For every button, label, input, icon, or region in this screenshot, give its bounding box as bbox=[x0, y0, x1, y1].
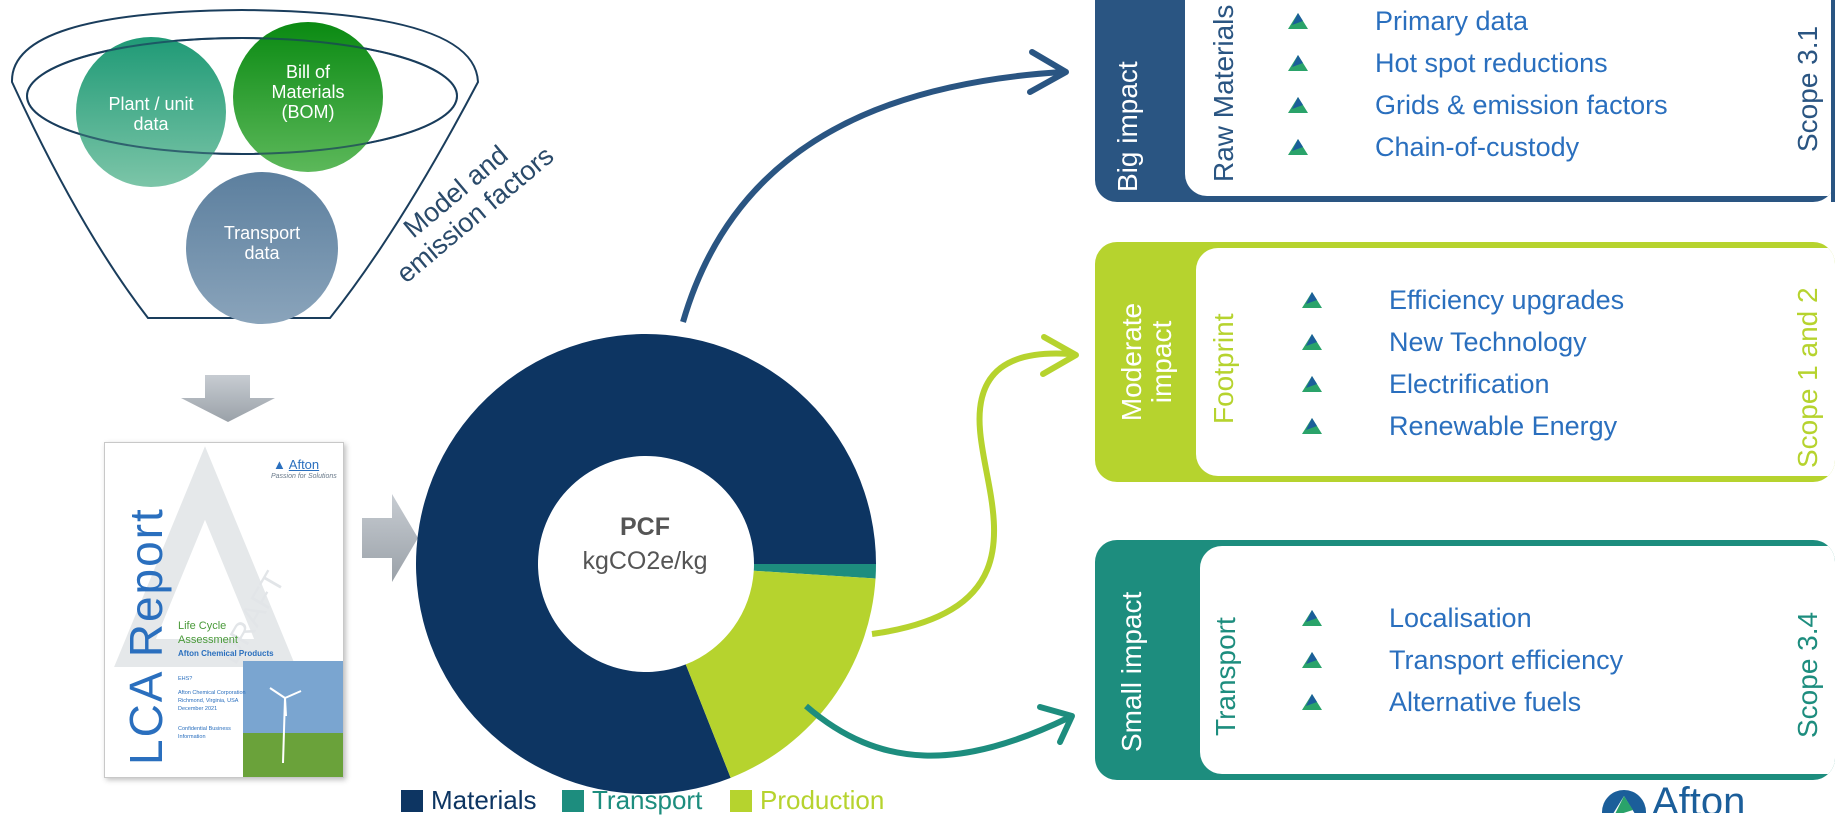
afton-bullet-icon bbox=[1302, 694, 1322, 710]
moderate-impact-list: Efficiency upgrades New Technology Elect… bbox=[1301, 279, 1624, 447]
small-impact-panel bbox=[1095, 540, 1835, 780]
transport-data-circle bbox=[186, 172, 338, 324]
small-impact-arrow bbox=[804, 703, 1070, 759]
afton-bullet-icon bbox=[1288, 139, 1308, 155]
transport-category-label: Transport bbox=[1210, 617, 1241, 736]
report-tagline: Passion for Solutions bbox=[271, 473, 337, 480]
moderate-impact-arrowhead bbox=[1040, 334, 1079, 377]
plant-data-circle bbox=[76, 37, 226, 187]
list-item: Localisation bbox=[1301, 597, 1623, 639]
donut-unit: kgCO2e/kg bbox=[582, 547, 708, 575]
list-item: New Technology bbox=[1301, 321, 1624, 363]
big-impact-list: Primary data Hot spot reductions Grids &… bbox=[1287, 0, 1668, 168]
footprint-label: Footprint bbox=[1208, 313, 1239, 425]
afton-bullet-icon bbox=[1302, 652, 1322, 668]
afton-bullet-icon bbox=[1302, 334, 1322, 350]
big-impact-panel-edge bbox=[1831, 0, 1835, 202]
small-impact-label: Small impact bbox=[1116, 591, 1147, 752]
moderate-impact-label: Moderate impact bbox=[1116, 302, 1177, 422]
list-item: Grids & emission factors bbox=[1287, 84, 1668, 126]
report-logo: ▲ Afton bbox=[273, 457, 320, 472]
scope-3-4-label: Scope 3.4 bbox=[1792, 611, 1823, 738]
raw-materials-label: Raw Materials bbox=[1208, 4, 1239, 182]
funnel-rim-front bbox=[26, 37, 458, 155]
legend-materials: Materials bbox=[401, 786, 536, 814]
afton-bullet-icon bbox=[1288, 97, 1308, 113]
bom-label: Bill of Materials (BOM) bbox=[271, 62, 345, 122]
legend-transport: Transport bbox=[562, 786, 702, 814]
small-impact-arrowhead bbox=[1037, 704, 1075, 745]
small-impact-list: Localisation Transport efficiency Altern… bbox=[1301, 597, 1623, 723]
funnel-outline bbox=[10, 8, 480, 319]
right-arrow bbox=[362, 494, 418, 582]
report-watermark-graphic bbox=[114, 446, 343, 777]
big-impact-arrowhead bbox=[1027, 49, 1069, 95]
afton-bullet-icon bbox=[1302, 376, 1322, 392]
scope-3-1-label: Scope 3.1 bbox=[1792, 25, 1823, 152]
report-details: EHS? Afton Chemical Corporation Richmond… bbox=[178, 676, 246, 740]
plant-data-label: Plant / unit data bbox=[108, 94, 194, 134]
list-item: Transport efficiency bbox=[1301, 639, 1623, 681]
list-item: Hot spot reductions bbox=[1287, 42, 1668, 84]
afton-bullet-icon bbox=[1302, 292, 1322, 308]
list-item: Efficiency upgrades bbox=[1301, 279, 1624, 321]
afton-bullet-icon bbox=[1302, 418, 1322, 434]
scope-1-and-2-label: Scope 1 and 2 bbox=[1792, 287, 1823, 468]
afton-bullet-icon bbox=[1288, 55, 1308, 71]
big-impact-panel bbox=[1095, 0, 1835, 202]
legend-swatch-materials bbox=[401, 790, 423, 812]
donut-slice-production bbox=[685, 570, 876, 778]
list-item: Primary data bbox=[1287, 0, 1668, 42]
donut-title: PCF bbox=[620, 513, 670, 541]
moderate-impact-panel bbox=[1095, 242, 1835, 482]
big-impact-arrow bbox=[680, 69, 1063, 323]
list-item: Electrification bbox=[1301, 363, 1624, 405]
legend-swatch-production bbox=[730, 790, 752, 812]
bom-circle bbox=[233, 22, 383, 172]
down-arrow bbox=[181, 375, 275, 422]
donut-slice-materials bbox=[415, 333, 876, 794]
lca-report-cover: ▲ Afton Passion for Solutions LCA Report… bbox=[104, 442, 344, 778]
donut-slice-transport bbox=[753, 564, 876, 579]
afton-logo-icon: ▲ bbox=[273, 457, 286, 472]
legend-swatch-transport bbox=[562, 790, 584, 812]
report-subtitle: Life Cycle Assessment Afton Chemical Pro… bbox=[178, 620, 274, 658]
afton-footer-logo: Afton bbox=[1600, 786, 1800, 813]
list-item: Renewable Energy bbox=[1301, 405, 1624, 447]
list-item: Alternative fuels bbox=[1301, 681, 1623, 723]
afton-bullet-icon bbox=[1302, 610, 1322, 626]
list-item: Chain-of-custody bbox=[1287, 126, 1668, 168]
legend-production: Production bbox=[730, 786, 884, 814]
transport-data-label: Transport data bbox=[223, 223, 301, 263]
moderate-impact-arrow bbox=[871, 350, 1071, 637]
afton-bullet-icon bbox=[1288, 13, 1308, 29]
big-impact-label: Big impact bbox=[1112, 61, 1143, 192]
afton-logo-icon bbox=[1602, 790, 1646, 813]
